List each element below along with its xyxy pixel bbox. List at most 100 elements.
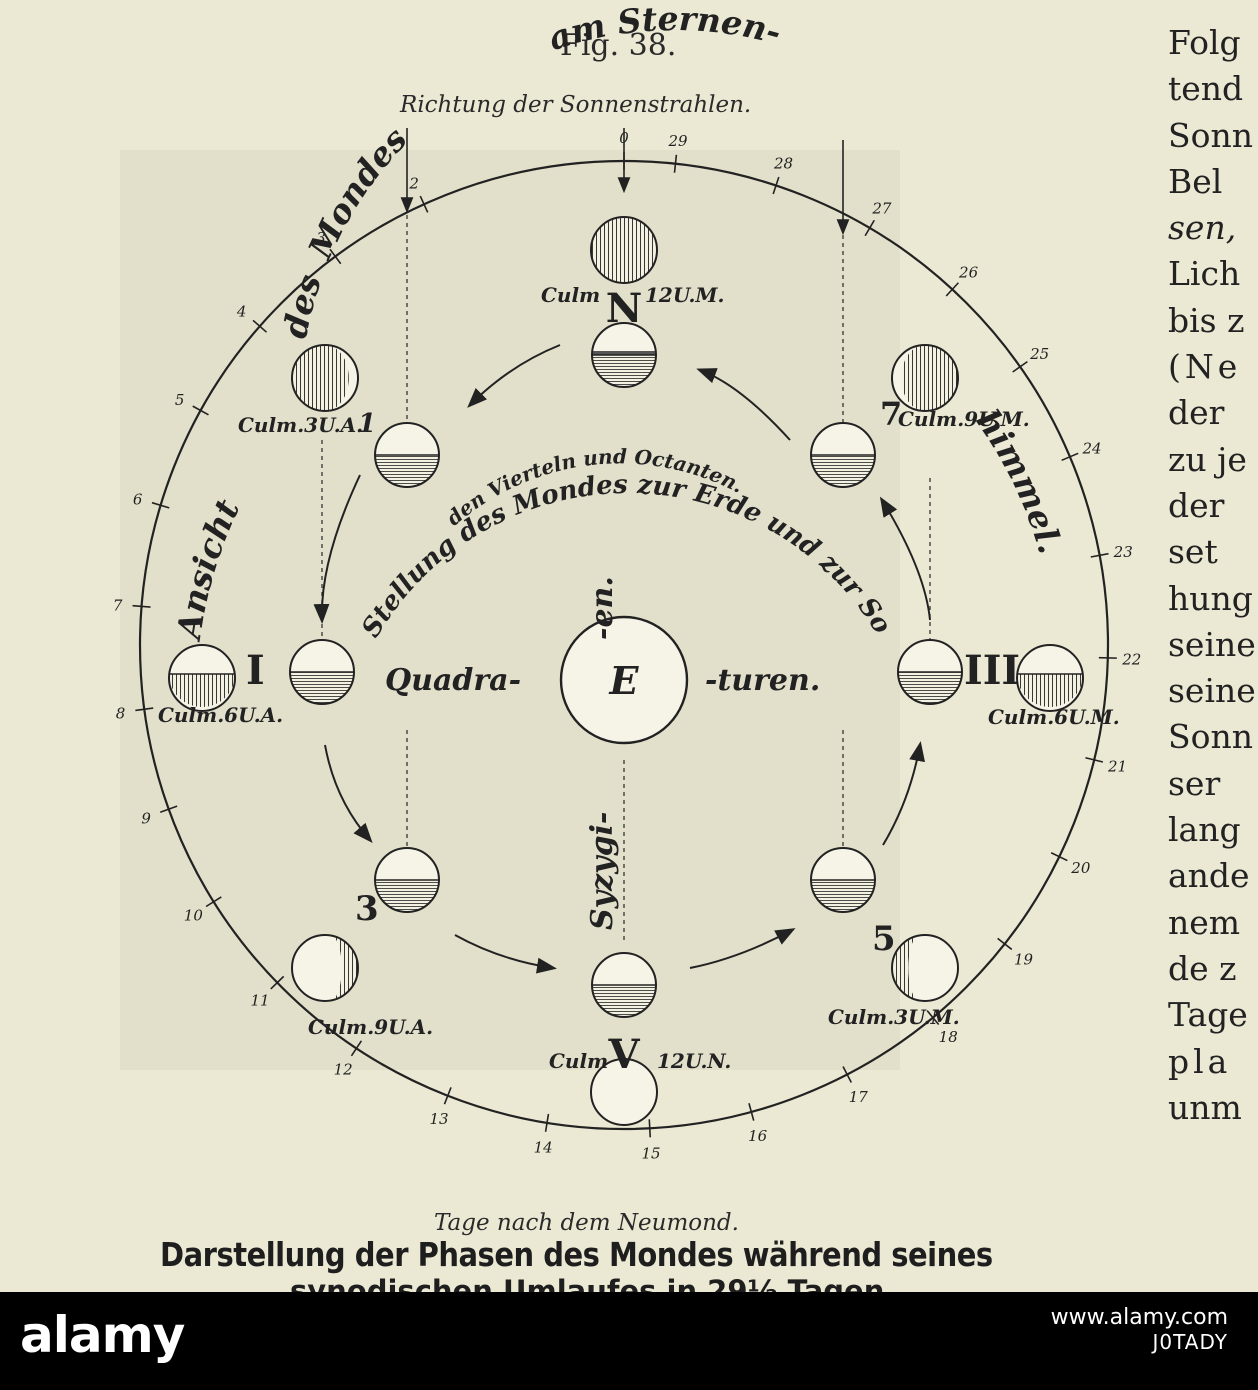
moon-phase-diagram: 0234567891011121314151617181920212223242… xyxy=(0,0,1142,1162)
day-tick-label: 4 xyxy=(236,302,247,320)
culm-n-right: 12U.M. xyxy=(645,283,725,307)
day-tick-label: 13 xyxy=(429,1110,448,1128)
day-tick-label: 3 xyxy=(316,229,326,247)
side-text-line: hung xyxy=(1168,578,1253,618)
day-tick xyxy=(350,1040,363,1057)
day-tick-label: 6 xyxy=(133,490,143,508)
day-tick xyxy=(926,1010,940,1026)
side-text-line: (Ne xyxy=(1168,347,1242,387)
watermark-url: www.alamy.com xyxy=(1050,1305,1228,1330)
side-text-line: Sonn xyxy=(1168,115,1253,155)
day-tick-label: 20 xyxy=(1070,859,1091,877)
alamy-logo: alamy xyxy=(20,1306,185,1364)
side-text-line: set xyxy=(1168,532,1218,572)
side-text-line: tend xyxy=(1168,69,1244,109)
side-text-line: seine xyxy=(1168,624,1256,664)
culm-1-label: Culm.3U.A. xyxy=(238,413,363,437)
earth-circle xyxy=(559,615,689,745)
day-tick-label: 14 xyxy=(534,1139,553,1157)
days-caption: Tage nach dem Neumond. xyxy=(434,1210,739,1236)
phase-n-label: N xyxy=(606,285,643,332)
day-tick-label: 27 xyxy=(871,199,892,217)
en-label: -en. xyxy=(585,576,620,640)
side-text-line: seine xyxy=(1168,671,1256,711)
watermark-meta: www.alamy.com J0TADY xyxy=(1051,1305,1228,1354)
day-tick xyxy=(1085,756,1104,763)
side-text-line: sen, xyxy=(1168,208,1237,248)
phase-5-label: 5 xyxy=(872,919,896,959)
sun-rays-caption: Richtung der Sonnenstrahlen. xyxy=(400,92,752,118)
inner-orbit-arrows xyxy=(313,344,931,974)
culm-iii-label: Culm.6U.M. xyxy=(988,705,1120,729)
outer-moon xyxy=(590,216,658,284)
day-tick xyxy=(1061,452,1079,462)
side-text-line: unm xyxy=(1168,1087,1242,1127)
day-tick-label: 29 xyxy=(667,132,688,150)
guide-lines xyxy=(321,215,931,940)
outer-moons xyxy=(168,216,1084,1126)
day-ticks: 0234567891011121314151617181920212223242… xyxy=(113,129,1142,1162)
day-tick xyxy=(1012,360,1028,373)
day-tick xyxy=(151,501,170,509)
day-tick xyxy=(252,319,268,333)
day-tick xyxy=(648,1119,652,1138)
day-tick-label: 7 xyxy=(113,596,123,614)
phase-7-label: 7 xyxy=(880,395,902,433)
culm-7-label: Culm.9U.M. xyxy=(898,407,1030,431)
day-tick-label: 22 xyxy=(1121,651,1141,669)
culm-n-left: Culm xyxy=(541,283,600,307)
inner-moon xyxy=(374,422,440,488)
quadra-label: Quadra- xyxy=(385,663,521,698)
day-tick xyxy=(673,154,678,173)
inner-moon xyxy=(810,847,876,913)
day-tick xyxy=(945,282,959,297)
day-tick-label: 23 xyxy=(1113,543,1133,561)
day-tick-label: 16 xyxy=(748,1127,768,1145)
watermark-id: J0TADY xyxy=(1152,1330,1228,1354)
day-tick-label: 17 xyxy=(849,1088,869,1106)
day-tick xyxy=(997,937,1013,951)
day-tick xyxy=(419,195,429,213)
day-tick xyxy=(842,1066,853,1083)
phase-v-label: V xyxy=(607,1031,640,1078)
figure-number: Fig. 38. xyxy=(560,28,677,63)
inner-moon xyxy=(591,322,657,388)
day-tick xyxy=(159,805,178,813)
day-tick xyxy=(329,248,342,265)
culm-3-label: Culm.9U.A. xyxy=(308,1015,433,1039)
day-tick-label: 11 xyxy=(250,991,269,1009)
side-text-line: pla xyxy=(1168,1041,1232,1081)
inner-moon xyxy=(897,639,963,705)
day-tick xyxy=(1090,552,1109,558)
plate-shade xyxy=(120,150,900,1070)
phase-i-label: I xyxy=(246,647,265,694)
side-text-line: ande xyxy=(1168,856,1250,896)
outer-moon xyxy=(168,644,236,712)
side-text-line: de z xyxy=(1168,948,1237,988)
inner-moon xyxy=(591,952,657,1018)
day-tick xyxy=(270,975,285,990)
day-tick xyxy=(443,1087,452,1105)
phase-iii-label: III xyxy=(964,647,1020,694)
day-tick xyxy=(748,1103,755,1121)
day-tick xyxy=(544,1113,550,1132)
inner-moon xyxy=(374,847,440,913)
inner-moon xyxy=(289,639,355,705)
side-text-line: Sonn xyxy=(1168,717,1253,757)
side-text-line: Tage xyxy=(1168,995,1248,1035)
day-tick xyxy=(192,405,209,416)
day-tick xyxy=(205,896,222,908)
phase-3-label: 3 xyxy=(355,889,379,929)
day-tick-label: 21 xyxy=(1107,758,1127,776)
side-text-line: bis z xyxy=(1168,300,1245,340)
day-tick xyxy=(132,604,151,608)
turen-label: -turen. xyxy=(705,663,820,698)
day-tick-label: 18 xyxy=(939,1028,958,1046)
day-tick-label: 2 xyxy=(408,174,419,192)
watermark-bar xyxy=(0,1292,1258,1390)
figure-title-line1: Darstellung der Phasen des Mondes währen… xyxy=(160,1236,993,1275)
side-text-line: nem xyxy=(1168,902,1241,942)
culm-i-label: Culm.6U.A. xyxy=(158,703,283,727)
